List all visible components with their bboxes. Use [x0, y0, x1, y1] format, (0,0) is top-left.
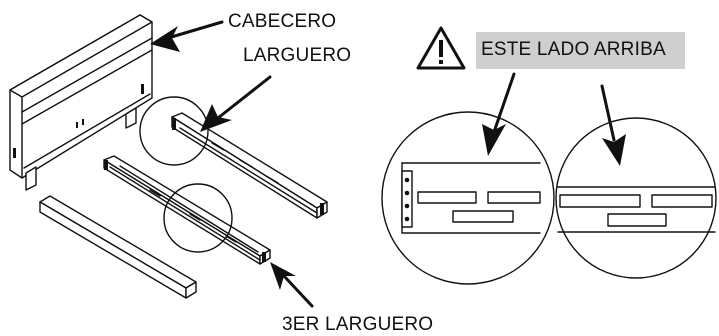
label-box — [476, 32, 685, 69]
arrow-cabecero — [150, 20, 224, 52]
detail-circle-side-rail — [139, 96, 209, 166]
arrow-larguero — [200, 75, 272, 132]
zoom-detail-right — [555, 117, 717, 279]
headboard — [9, 14, 153, 191]
third-rail — [103, 155, 271, 265]
side-rail — [171, 112, 328, 219]
warning-triangle-icon — [416, 26, 466, 70]
arrow-zoom-right — [600, 84, 626, 166]
detail-circle-third-rail — [163, 183, 233, 253]
zoom-detail-left — [381, 111, 555, 285]
arrow-3er-larguero — [270, 262, 314, 308]
label-larguero: LARGUERO — [243, 45, 352, 66]
label-cabecero: CABECERO — [228, 11, 337, 32]
label-este-lado-arriba: ESTE LADO ARRIBA — [481, 39, 666, 60]
slat-board — [39, 195, 197, 299]
label-3er-larguero: 3ER LARGUERO — [282, 314, 434, 335]
arrow-zoom-left — [482, 72, 516, 156]
